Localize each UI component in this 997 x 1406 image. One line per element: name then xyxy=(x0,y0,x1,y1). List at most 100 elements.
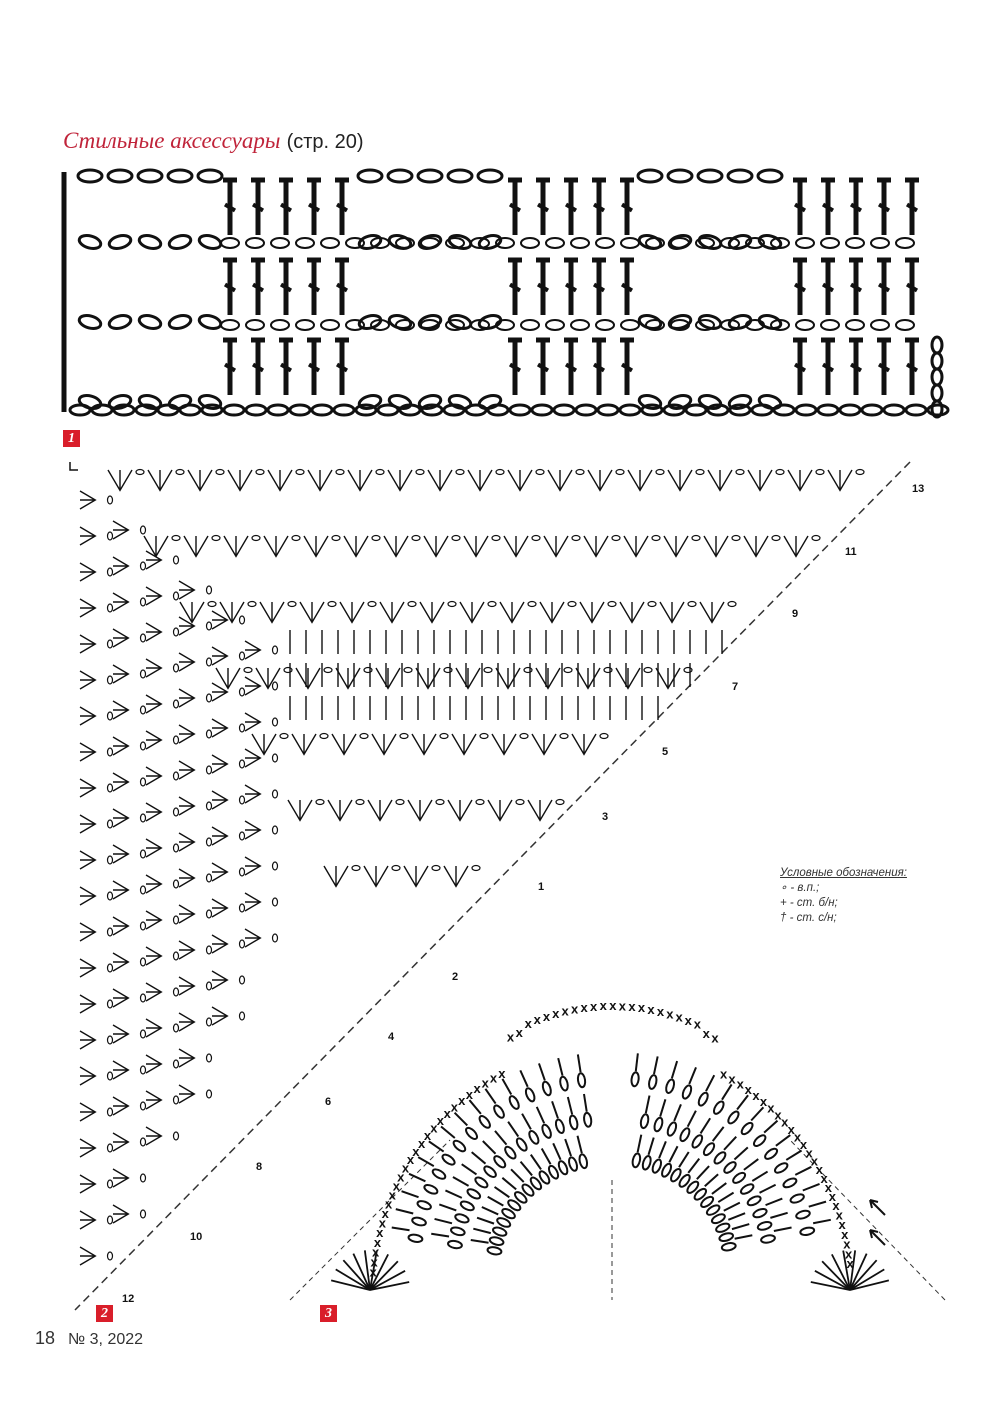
v-stitch-mark xyxy=(79,1174,97,1194)
triangle-edge xyxy=(74,461,911,1311)
x-stitch-mark: x xyxy=(385,1197,393,1212)
chain-stitch-mark xyxy=(630,1071,640,1088)
chain-stitch-mark xyxy=(705,1204,721,1216)
chain-stitch-mark xyxy=(478,1115,491,1129)
chain-stitch-mark xyxy=(420,237,440,249)
chain-stitch-mark xyxy=(200,403,224,417)
v-stitch-mark xyxy=(403,865,429,888)
chain-stitch-mark xyxy=(552,403,576,417)
v-stitch-mark xyxy=(178,616,196,636)
x-stitch-mark: x xyxy=(412,1144,420,1159)
chain-stitch-mark xyxy=(420,403,444,417)
chain-stitch-mark xyxy=(728,403,752,417)
chain-stitch-mark xyxy=(459,1200,475,1212)
chain-stitch-mark xyxy=(637,234,663,250)
chain-stitch-mark xyxy=(483,1165,497,1178)
chain-stitch-mark xyxy=(529,1176,543,1191)
double-crochet-mark xyxy=(723,1135,737,1151)
chain-stitch-mark xyxy=(295,237,315,249)
v-stitch-mark xyxy=(587,469,613,492)
double-crochet-mark xyxy=(704,1173,719,1188)
diagram-2-label: 2 xyxy=(96,1305,113,1322)
chain-stitch-mark xyxy=(583,1111,593,1128)
v-stitch-mark xyxy=(367,799,393,822)
x-stitch-mark: x xyxy=(552,1006,560,1021)
x-stitch-mark: x xyxy=(444,1106,452,1121)
chain-stitch-mark xyxy=(134,403,158,417)
x-stitch-mark: x xyxy=(666,1006,674,1021)
x-stitch-mark: x xyxy=(839,1217,847,1232)
x-stitch-mark: x xyxy=(482,1076,490,1091)
chain-stitch-mark xyxy=(376,403,400,417)
v-stitch-mark xyxy=(379,601,405,624)
double-crochet-mark xyxy=(770,1211,788,1219)
chain-stitch-mark xyxy=(431,1168,447,1180)
x-stitch-mark: x xyxy=(728,1071,736,1086)
v-stitch-mark xyxy=(211,1006,229,1026)
chain-stitch-mark xyxy=(727,394,753,410)
v-stitch-mark xyxy=(427,469,453,492)
v-stitch-mark xyxy=(145,1018,163,1038)
chain-stitch-mark xyxy=(904,403,928,417)
v-stitch-mark xyxy=(655,667,681,690)
v-stitch-mark xyxy=(244,712,262,732)
chain-stitch-mark xyxy=(541,1080,552,1097)
v-stitch-mark xyxy=(79,814,97,834)
x-stitch-mark: x xyxy=(720,1067,728,1082)
v-stitch-mark xyxy=(183,535,209,558)
double-crochet-mark xyxy=(711,1182,727,1195)
x-stitch-mark: x xyxy=(647,1002,655,1017)
v-stitch-mark xyxy=(211,790,229,810)
chain-stitch-mark xyxy=(521,1183,535,1197)
x-stitch-mark: x xyxy=(676,1009,684,1024)
x-stitch-mark: x xyxy=(836,1208,844,1223)
row-number-3: 3 xyxy=(602,811,608,823)
double-crochet-mark xyxy=(773,1226,792,1232)
v-stitch-mark xyxy=(79,850,97,870)
double-crochet-mark xyxy=(686,1110,697,1128)
v-stitch-mark xyxy=(79,670,97,690)
v-stitch-mark xyxy=(79,778,97,798)
chain-stitch-mark xyxy=(530,403,554,417)
chain-stitch-mark xyxy=(477,394,503,410)
chain-stitch-mark xyxy=(930,367,944,387)
v-stitch-mark xyxy=(244,856,262,876)
chain-stitch-mark xyxy=(495,319,515,331)
chain-stitch-mark xyxy=(416,168,444,184)
footer: 18 № 3, 2022 xyxy=(35,1328,143,1349)
v-stitch-mark xyxy=(178,832,196,852)
chain-stitch-mark xyxy=(795,319,815,331)
v-stitch-mark xyxy=(491,733,517,756)
v-stitch-mark xyxy=(415,667,441,690)
v-stitch-mark xyxy=(531,733,557,756)
chain-stitch-mark xyxy=(666,168,694,184)
double-crochet-mark xyxy=(494,1130,508,1146)
double-crochet-mark xyxy=(705,1074,716,1092)
v-stitch-mark xyxy=(211,646,229,666)
v-stitch-mark xyxy=(303,535,329,558)
chain-stitch-mark xyxy=(702,1142,716,1157)
x-stitch-mark: x xyxy=(418,1136,426,1151)
v-stitch-mark xyxy=(79,490,97,510)
double-crochet-mark xyxy=(576,1135,583,1154)
v-stitch-mark xyxy=(307,469,333,492)
chain-stitch-mark xyxy=(713,1151,727,1165)
double-crochet-mark xyxy=(507,1121,520,1138)
v-stitch-mark xyxy=(211,682,229,702)
x-stitch-mark: x xyxy=(490,1071,498,1086)
v-stitch-mark xyxy=(627,469,653,492)
chain-stitch-mark xyxy=(895,319,915,331)
row-number-8: 8 xyxy=(256,1161,262,1173)
v-stitch-mark xyxy=(423,535,449,558)
chain-stitch-mark xyxy=(545,237,565,249)
chain-stitch-mark xyxy=(691,1134,704,1149)
v-stitch-mark xyxy=(79,1102,97,1122)
double-crochet-mark xyxy=(445,1189,463,1199)
v-stitch-mark xyxy=(503,535,529,558)
diagram-3-label: 3 xyxy=(320,1305,337,1322)
chain-stitch-mark xyxy=(107,234,133,250)
v-stitch-mark xyxy=(145,1090,163,1110)
chain-stitch-mark xyxy=(578,1153,589,1170)
double-crochet-mark xyxy=(566,1096,574,1115)
